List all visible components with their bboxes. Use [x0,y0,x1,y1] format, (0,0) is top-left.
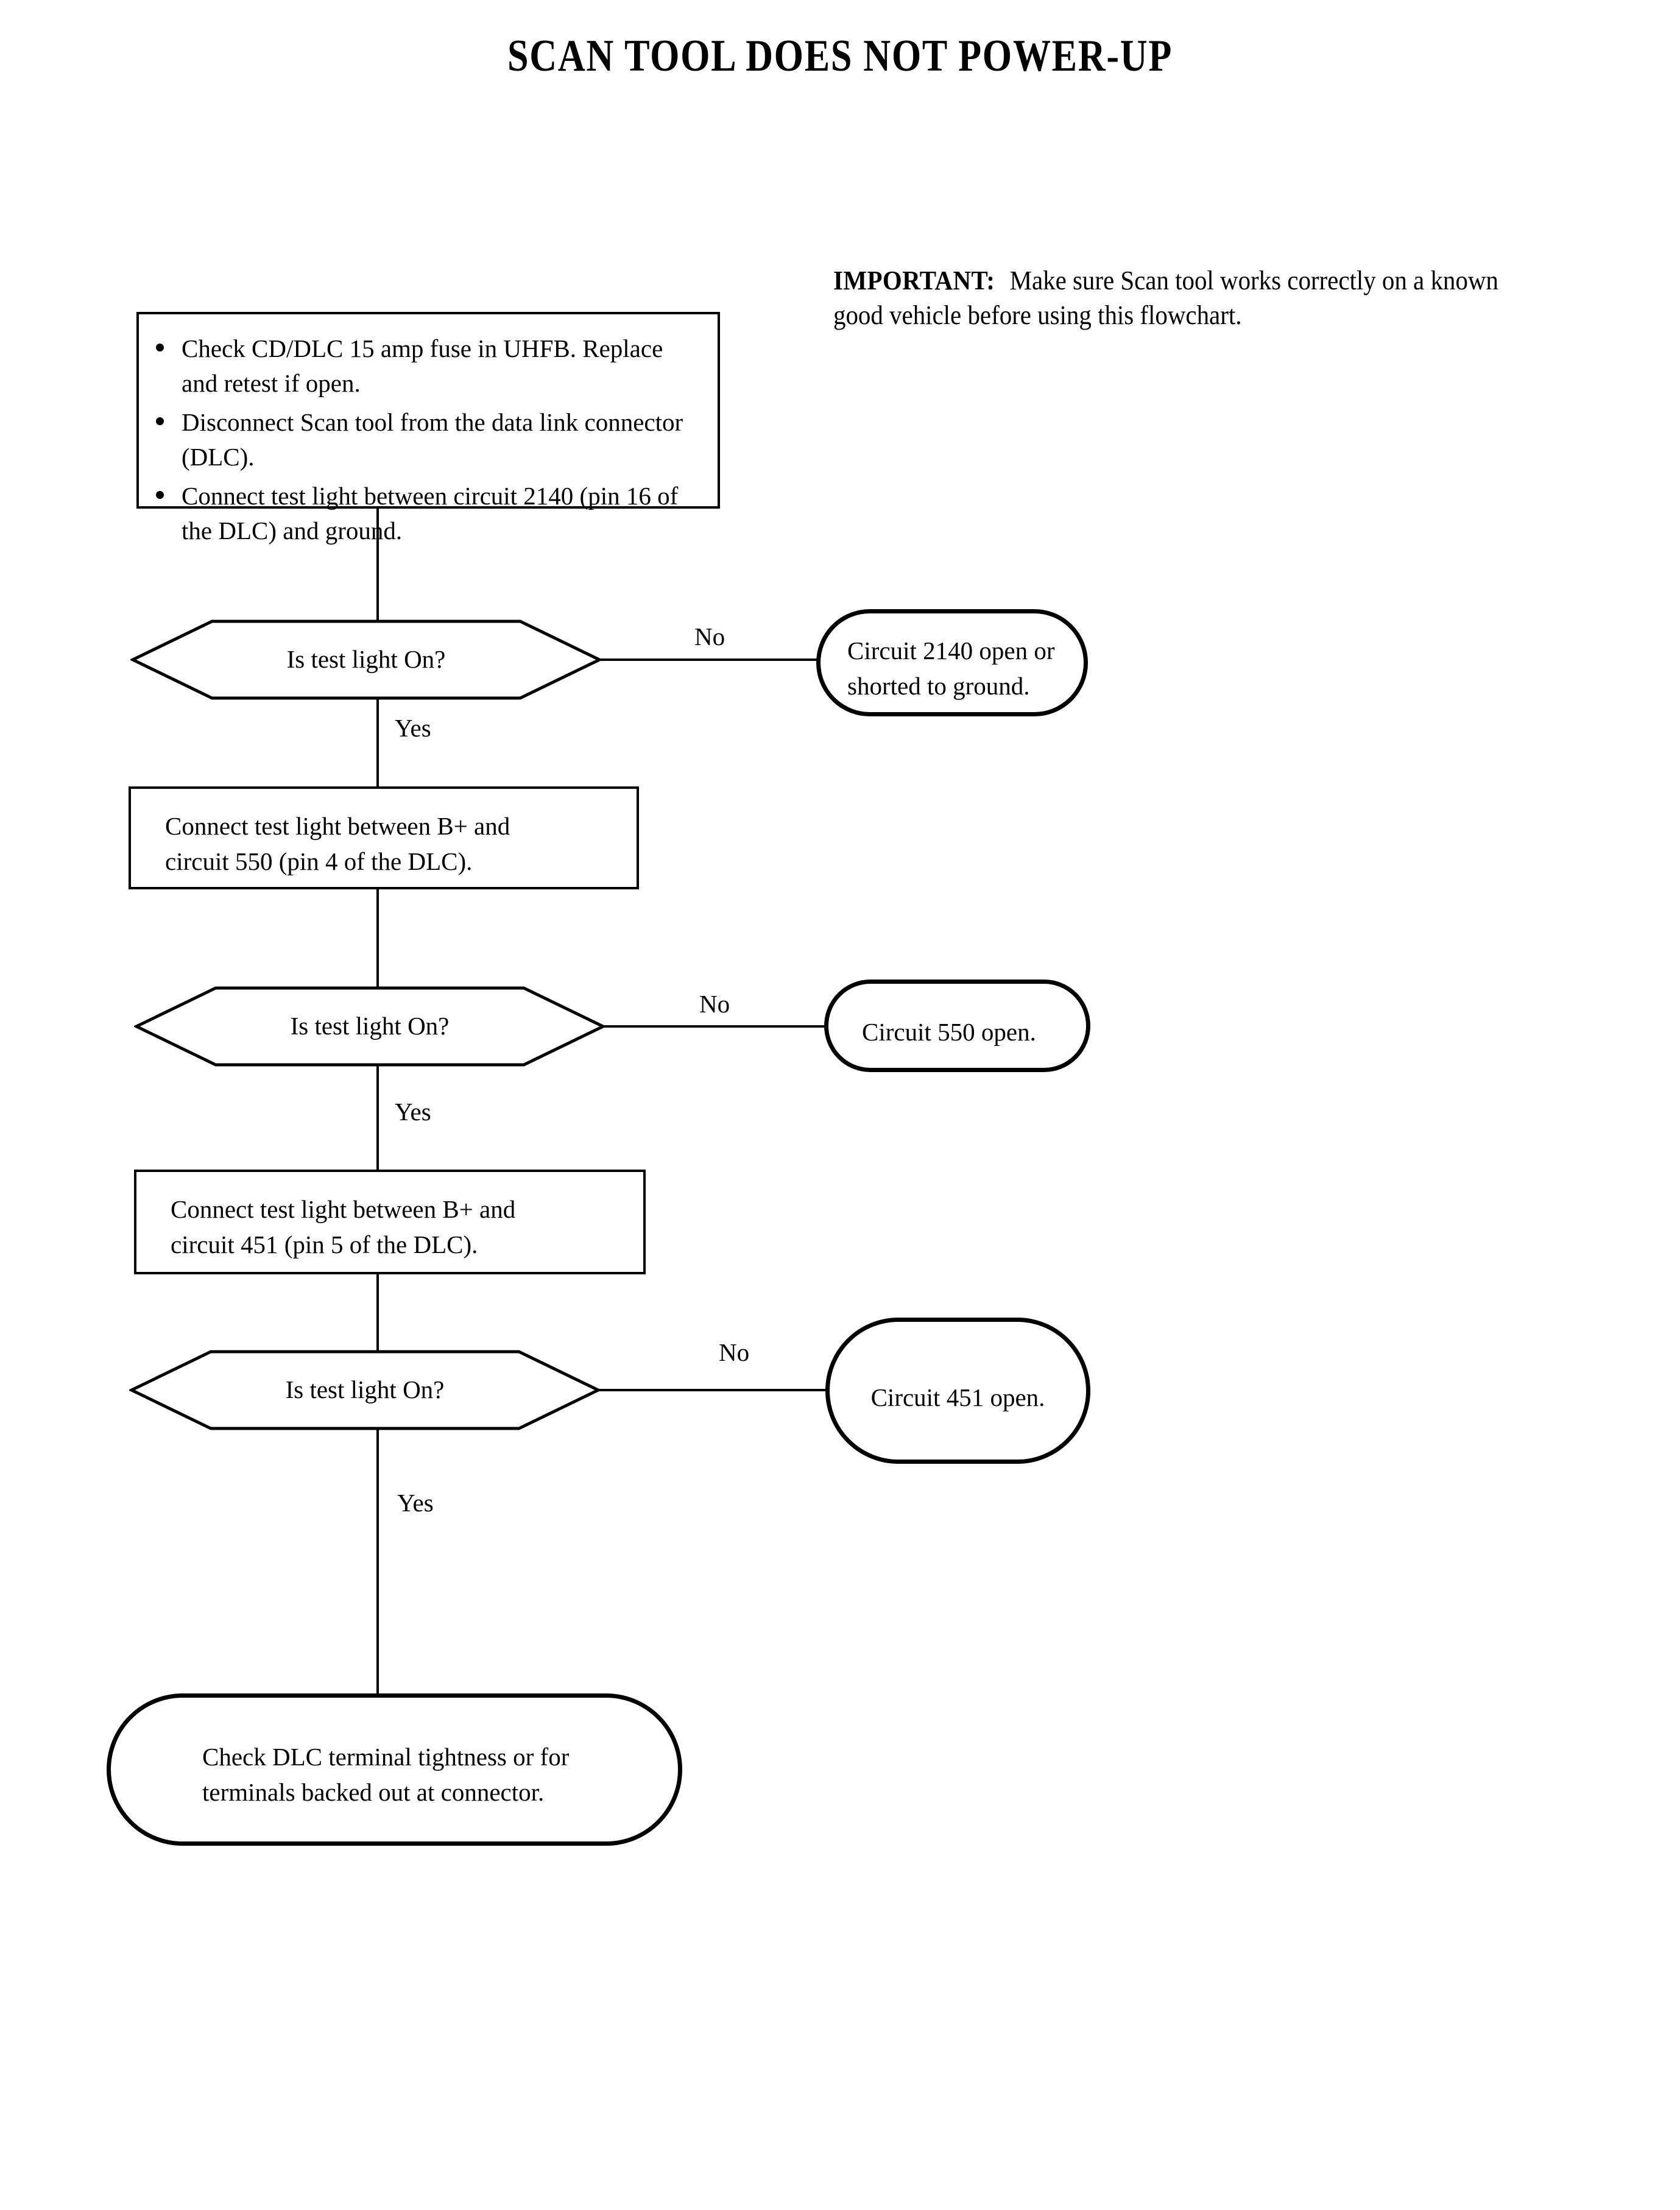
branch-label-yes-1: Yes [395,714,431,742]
important-note: IMPORTANT:Make sure Scan tool works corr… [833,263,1530,333]
process-box-circuit-550: Connect test light between B+ and circui… [129,786,639,889]
process-line-1: Connect test light between B+ and [165,812,510,840]
bullet-dot-icon [156,417,164,425]
terminal-line-1: Circuit 2140 open or [847,637,1055,665]
connector-process2-to-decision2 [376,889,379,987]
decision-3: Is test light On? [129,1349,601,1431]
list-item: Check CD/DLC 15 amp fuse in UHFB. Replac… [139,331,703,401]
process-line-2: circuit 550 (pin 4 of the DLC). [165,847,473,876]
important-note-lead: IMPORTANT: [833,266,995,295]
bullet-dot-icon [156,344,164,351]
branch-label-yes-2: Yes [395,1098,431,1126]
terminal-circuit-550: Circuit 550 open. [824,980,1090,1072]
connector-decision3-yes [376,1430,379,1696]
decision-3-label: Is test light On? [285,1375,445,1403]
connector-decision2-yes [376,1066,379,1170]
terminal-circuit-451-text: Circuit 451 open. [830,1380,1086,1415]
list-item-text: Disconnect Scan tool from the data link … [182,408,683,471]
process-line-1: Connect test light between B+ and [171,1195,516,1223]
terminal-line-1: Circuit 550 open. [862,1018,1036,1046]
terminal-check-dlc: Check DLC terminal tightness or for term… [107,1693,682,1846]
terminal-check-dlc-text: Check DLC terminal tightness or for term… [111,1739,678,1810]
list-item-text: Check CD/DLC 15 amp fuse in UHFB. Replac… [182,334,663,398]
process-line-2: circuit 451 (pin 5 of the DLC). [171,1230,478,1259]
decision-1-label: Is test light On? [286,645,446,673]
connector-decision1-yes [376,699,379,788]
important-note-text: Make sure Scan tool works correctly on a… [833,266,1498,331]
branch-label-yes-3: Yes [397,1489,434,1517]
terminal-circuit-451: Circuit 451 open. [825,1318,1090,1464]
decision-2-label: Is test light On? [290,1012,450,1040]
terminal-line-2: shorted to ground. [847,672,1030,701]
terminal-circuit-2140-text: Circuit 2140 open or shorted to ground. [821,633,1084,704]
connector-start-to-decision1 [376,509,379,621]
page-title: SCAN TOOL DOES NOT POWER-UP [507,31,1173,81]
decision-hexagon-shape [134,986,605,1067]
terminal-line-2: terminals backed out at connector. [202,1778,545,1807]
connector-process3-to-decision3 [376,1274,379,1350]
process-box-circuit-550-text: Connect test light between B+ and circui… [131,808,637,879]
process-box-circuit-451: Connect test light between B+ and circui… [134,1170,646,1274]
branch-label-no-3: No [719,1338,750,1366]
process-box-start: Check CD/DLC 15 amp fuse in UHFB. Replac… [136,312,720,545]
process-box-circuit-451-text: Connect test light between B+ and circui… [136,1191,643,1262]
branch-label-no-2: No [699,990,730,1018]
decision-2: Is test light On? [134,986,605,1067]
decision-hexagon-shape [129,1350,601,1430]
connector-decision3-no [599,1389,826,1391]
list-item: Connect test light between circuit 2140 … [139,479,703,549]
connector-decision1-no [601,658,819,661]
bullet-dot-icon [156,490,164,499]
terminal-line-1: Check DLC terminal tightness or for [202,1743,570,1771]
connector-decision2-no [604,1025,825,1028]
list-item: Disconnect Scan tool from the data link … [139,405,703,475]
branch-label-no-1: No [694,623,725,651]
decision-1: Is test light On? [130,619,602,701]
terminal-circuit-550-text: Circuit 550 open. [828,1014,1086,1050]
terminal-circuit-2140: Circuit 2140 open or shorted to ground. [816,609,1088,716]
terminal-line-1: Circuit 451 open. [870,1383,1045,1411]
start-bullet-list: Check CD/DLC 15 amp fuse in UHFB. Replac… [139,331,718,548]
list-item-text: Connect test light between circuit 2140 … [182,481,679,545]
decision-hexagon-shape [130,620,602,700]
